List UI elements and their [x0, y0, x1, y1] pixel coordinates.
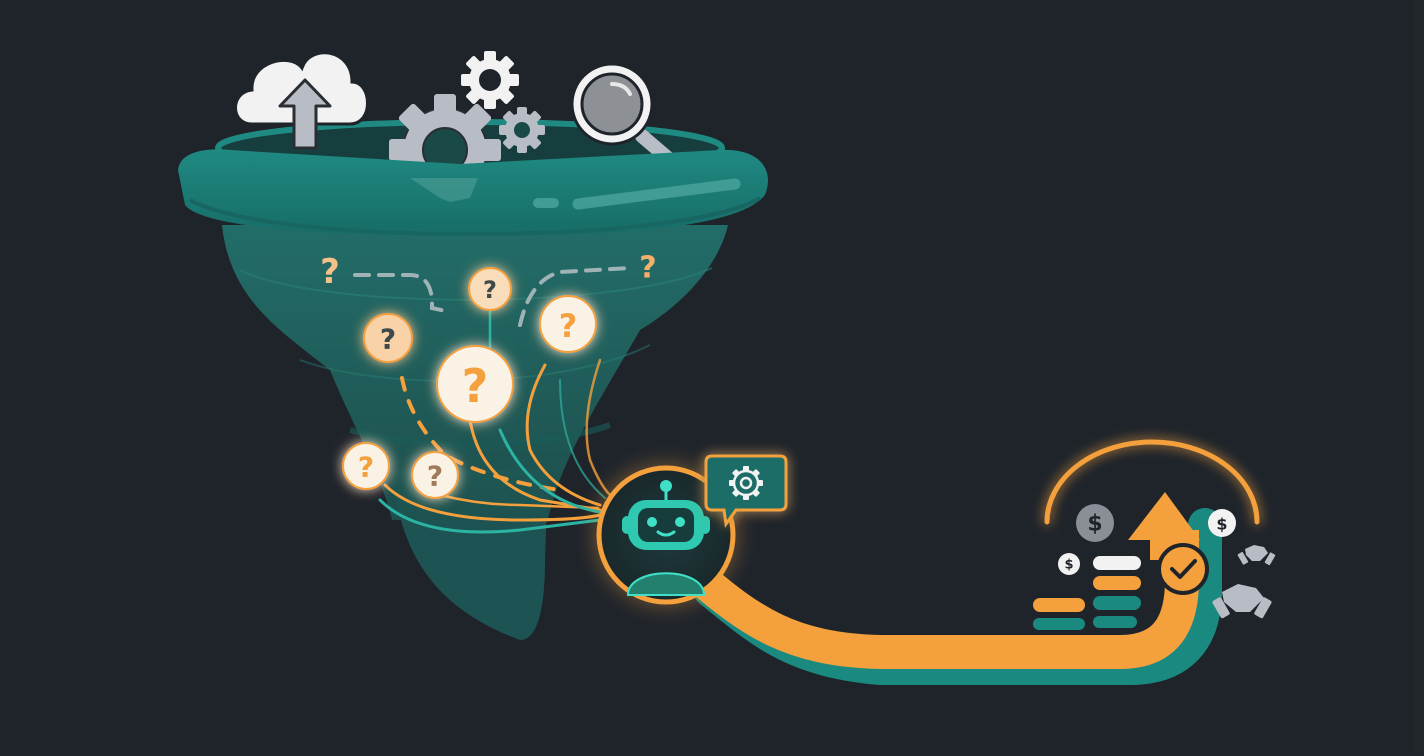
robot-icon: [622, 480, 710, 596]
svg-text:?: ?: [462, 359, 489, 413]
cloud-upload-icon: [234, 51, 369, 150]
up-arrow-icon: [1128, 492, 1200, 560]
growth-arc: [1044, 439, 1260, 525]
bar-stack-icon: [1033, 556, 1141, 630]
question-bubbles: ? ? ? ? ? ? ? ?: [320, 251, 657, 499]
question-mark-icon: ?: [639, 251, 656, 286]
question-bubble: ?: [363, 313, 413, 363]
dashed-paths: [353, 266, 632, 327]
svg-text:?: ?: [483, 276, 497, 304]
check-icon: [1157, 543, 1209, 595]
question-bubble: ?: [539, 295, 597, 353]
funnel-rim-front: [178, 149, 768, 237]
question-mark-icon: ?: [320, 252, 340, 292]
svg-text:?: ?: [358, 451, 374, 484]
speech-bubble: [704, 454, 788, 528]
svg-text:?: ?: [380, 323, 396, 356]
dollar-coin-icon: $: [1208, 509, 1236, 537]
svg-text:?: ?: [559, 307, 578, 345]
gear-icon: [461, 51, 519, 109]
question-bubble: ?: [436, 345, 514, 423]
question-bubble: ?: [411, 451, 459, 499]
dollar-coin-icon: $: [1076, 504, 1114, 542]
flow-lines: [378, 308, 612, 534]
growth-path: [689, 492, 1222, 685]
svg-text:$: $: [1064, 558, 1073, 573]
svg-text:?: ?: [320, 252, 340, 292]
gear-icon: [499, 107, 545, 153]
question-bubble: ?: [468, 267, 512, 311]
svg-text:$: $: [1216, 515, 1227, 534]
assistant-badge: [594, 463, 738, 607]
svg-text:?: ?: [427, 460, 443, 493]
svg-text:?: ?: [639, 251, 656, 286]
question-bubble: ?: [342, 442, 390, 490]
dollar-coin-icon: $: [1058, 553, 1080, 575]
gear-icon: [729, 466, 763, 500]
edge-strip: [1414, 0, 1424, 752]
svg-text:$: $: [1087, 512, 1102, 537]
handshake-icon: [1212, 545, 1276, 619]
